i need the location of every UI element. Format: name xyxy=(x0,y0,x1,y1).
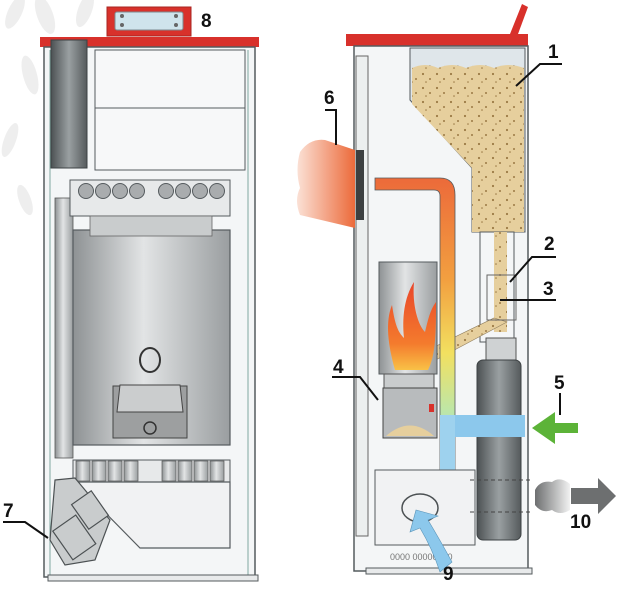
leader-line-6 xyxy=(325,109,337,145)
callouts xyxy=(3,63,562,539)
callout-1: 1 xyxy=(548,42,559,63)
background-watermark xyxy=(1,0,95,216)
radiant-heat-output xyxy=(297,139,355,228)
callout-10: 10 xyxy=(570,512,591,533)
flame xyxy=(388,282,436,370)
flue-gas-exhaust-arrow xyxy=(535,478,616,514)
combustion-air-inlet-arrow xyxy=(532,412,578,444)
top-trim xyxy=(40,37,259,47)
side-top-trim xyxy=(346,34,528,46)
combustion-air-tube xyxy=(476,359,522,541)
leader-line-7 xyxy=(3,521,49,539)
room-air-intake-arrow xyxy=(409,509,453,573)
burn-pot xyxy=(382,373,438,439)
front-view xyxy=(40,6,259,582)
callout-2: 2 xyxy=(544,234,555,255)
inspection-port xyxy=(139,347,161,373)
callout-8: 8 xyxy=(201,11,212,32)
cool-air-duct xyxy=(440,415,525,437)
hopper-lid-handle xyxy=(510,4,528,34)
leader-line-4 xyxy=(332,376,379,401)
svg-text:0000 00000000: 0000 00000000 xyxy=(390,552,453,562)
heat-exchanger-tubes-top xyxy=(69,179,231,217)
callout-3: 3 xyxy=(543,279,554,300)
control-panel xyxy=(106,6,192,37)
flue-pipe xyxy=(50,39,88,169)
heat-exchanger-tubes-bottom xyxy=(72,459,231,483)
callout-5: 5 xyxy=(554,373,565,394)
callout-6: 6 xyxy=(324,88,335,109)
leader-line-1 xyxy=(515,63,562,87)
side-view: 0000 00000000 xyxy=(346,4,533,575)
callout-9: 9 xyxy=(443,564,454,585)
leader-line-2 xyxy=(509,256,556,283)
callout-7: 7 xyxy=(3,501,14,522)
callout-4: 4 xyxy=(333,357,344,378)
exhaust-fan xyxy=(49,477,111,566)
